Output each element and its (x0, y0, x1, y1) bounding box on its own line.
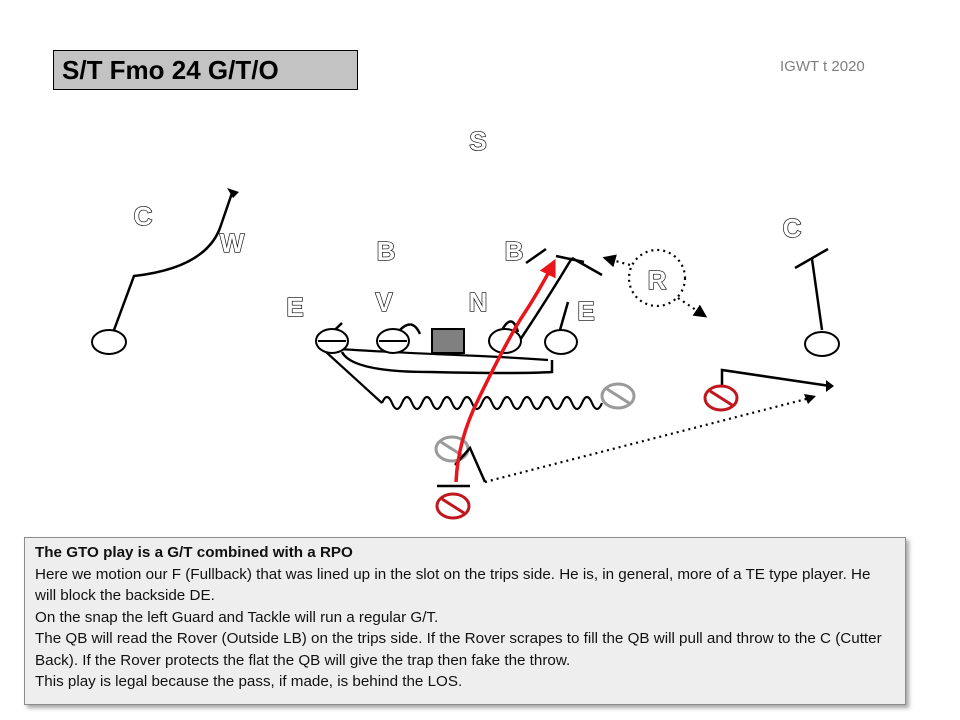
right-wr-block-bar (794, 247, 829, 270)
ball-carrier-path (454, 258, 556, 483)
play-notes: The GTO play is a G/T combined with a RP… (24, 537, 906, 705)
cutter-route (720, 368, 831, 388)
rt-block (558, 301, 570, 331)
rover-flat-path (677, 297, 708, 318)
route-arrow-head (227, 188, 239, 198)
backer-right-label: B (505, 236, 524, 266)
left-wr-route (112, 192, 234, 331)
left-wr-player (91, 329, 127, 355)
right-tackle-player (544, 329, 578, 355)
notes-line: Here we motion our F (Fullback) that was… (35, 565, 871, 605)
notes-line: On the snap the left Guard and Tackle wi… (35, 608, 439, 626)
end-right-label: E (577, 296, 594, 326)
right-wr-route (810, 258, 824, 331)
qb-no-symbol-icon (435, 492, 471, 520)
trap-path (518, 257, 574, 341)
block-bars (525, 247, 603, 277)
tackle-pull-path (324, 346, 549, 362)
backer-left-label: B (377, 236, 396, 266)
will-label: W (220, 228, 245, 258)
corner-left-label: C (134, 201, 153, 231)
guard-pull-path (340, 351, 554, 375)
vic-label: V (375, 287, 393, 317)
right-wr-player (804, 331, 840, 357)
rover-zone (627, 248, 687, 308)
rover-label: R (648, 265, 667, 295)
rg-block (500, 320, 520, 333)
play-title: S/T Fmo 24 G/T/O (53, 50, 358, 90)
rover-scrape-path (602, 254, 631, 268)
center-player (431, 328, 465, 354)
safety-label: S (469, 126, 486, 156)
cutter-back-no-symbol-icon (703, 384, 739, 412)
notes-line: This play is legal because the pass, if … (35, 673, 463, 690)
pass-arrow-head (804, 394, 816, 404)
qb-pass-path (484, 396, 811, 484)
corner-right-label: C (783, 213, 802, 243)
fullback-motion-path (325, 351, 604, 411)
fullback-no-symbol-icon (600, 382, 636, 410)
nose-label: N (469, 287, 488, 317)
notes-heading: The GTO play is a G/T combined with a RP… (35, 544, 353, 561)
notes-line: The QB will read the Rover (Outside LB) … (35, 630, 882, 669)
cutter-arrow-head (826, 380, 834, 392)
end-left-label: E (286, 292, 303, 322)
credit-text: IGWT t 2020 (780, 58, 865, 75)
